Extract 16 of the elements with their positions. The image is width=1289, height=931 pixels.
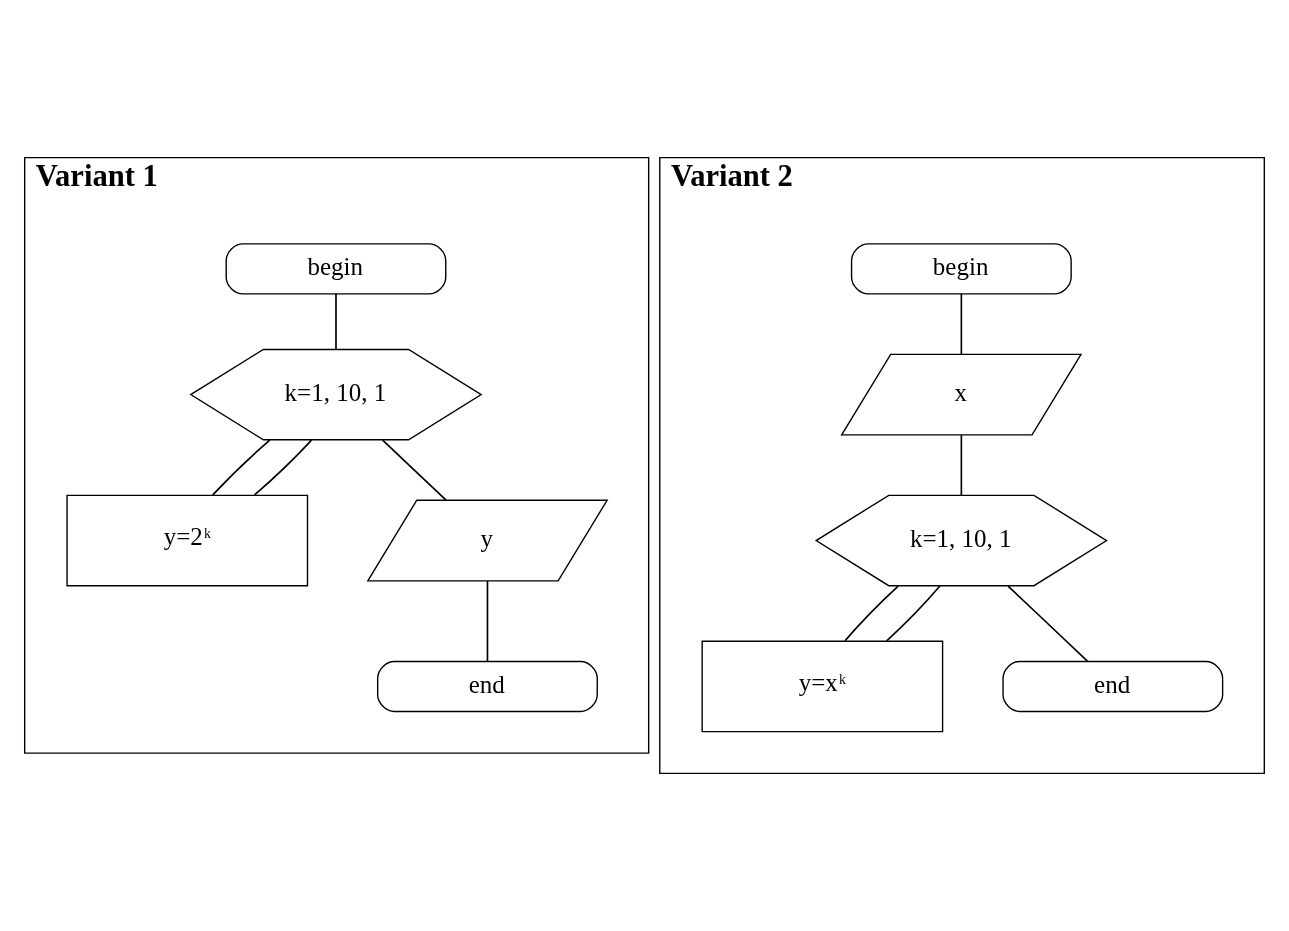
connector	[844, 585, 899, 642]
node-box: end	[1002, 660, 1224, 713]
connector	[960, 293, 963, 355]
node-box: end	[376, 660, 598, 713]
node-box: y=2$^{k}$	[66, 494, 309, 587]
connector	[486, 580, 489, 663]
connector	[885, 585, 941, 642]
connector	[211, 439, 271, 496]
node-box: y=x$^{k}$	[701, 640, 944, 733]
connector	[335, 293, 337, 350]
connector	[381, 439, 447, 501]
connector	[960, 434, 963, 496]
connector	[1007, 585, 1089, 663]
connector	[253, 439, 313, 496]
node-box: begin	[850, 243, 1072, 295]
node-box: begin	[225, 243, 447, 295]
